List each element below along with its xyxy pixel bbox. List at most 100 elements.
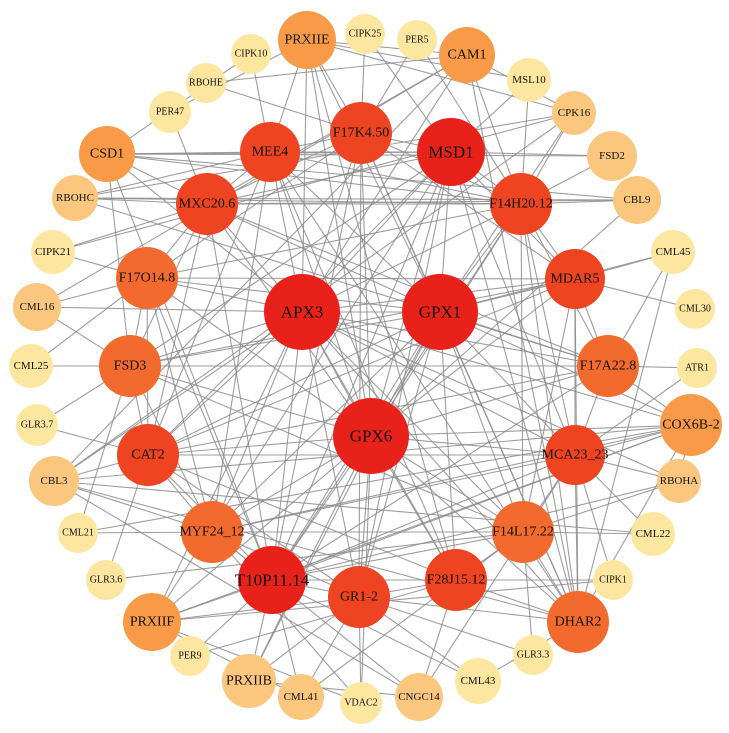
node-circle-msl10[interactable] [507,58,551,102]
node-cml41[interactable]: CML41 [278,674,324,720]
node-circle-csd1[interactable] [79,126,135,182]
node-circle-mdar5[interactable] [545,249,605,309]
node-fsd2[interactable]: FSD2 [587,131,637,181]
node-glr3-3[interactable]: GLR3.3 [513,635,553,675]
node-csd1[interactable]: CSD1 [79,126,135,182]
node-prxiib[interactable]: PRXIIB [222,654,276,708]
node-msd1[interactable]: MSD1 [417,118,485,186]
node-cngc14[interactable]: CNGC14 [395,673,443,721]
node-circle-glr3-7[interactable] [16,404,58,446]
node-msl10[interactable]: MSL10 [507,58,551,102]
node-circle-f28j15-12[interactable] [425,549,487,611]
node-circle-cat2[interactable] [117,424,179,486]
node-circle-cipk21[interactable] [31,230,75,274]
node-f28j15-12[interactable]: F28J15.12 [425,549,487,611]
node-circle-gr1-2[interactable] [328,566,390,628]
node-cml45[interactable]: CML45 [651,230,695,274]
node-circle-cml25[interactable] [9,344,53,388]
node-circle-cml45[interactable] [651,230,695,274]
node-per47[interactable]: PER47 [149,91,191,133]
node-circle-mee4[interactable] [240,122,300,182]
node-circle-myf24-12[interactable] [181,501,243,563]
node-rboha[interactable]: RBOHA [657,459,701,503]
node-mxc20-6[interactable]: MXC20.6 [176,173,238,235]
node-rbohe[interactable]: RBOHE [186,63,226,103]
node-f17k4-50[interactable]: F17K4.50 [330,102,392,164]
node-per5[interactable]: PER5 [397,20,437,60]
node-circle-cngc14[interactable] [395,673,443,721]
node-circle-msd1[interactable] [417,118,485,186]
node-circle-cml16[interactable] [13,283,61,331]
node-circle-rbohe[interactable] [186,63,226,103]
node-circle-rboha[interactable] [657,459,701,503]
node-cam1[interactable]: CAM1 [439,27,495,83]
node-circle-fsd3[interactable] [99,335,161,397]
node-circle-mca23-23[interactable] [545,425,605,485]
node-circle-cml22[interactable] [631,512,675,556]
node-gpx6[interactable]: GPX6 [333,398,409,474]
node-cpk16[interactable]: CPK16 [552,91,596,135]
node-vdac2[interactable]: VDAC2 [340,682,382,724]
node-circle-cbl9[interactable] [613,176,661,224]
node-cipk10[interactable]: CIPK10 [231,34,271,74]
node-f17a22-8[interactable]: F17A22.8 [577,335,639,397]
node-circle-t10p11-14[interactable] [238,546,306,614]
node-cml16[interactable]: CML16 [13,283,61,331]
node-circle-per9[interactable] [170,636,210,676]
node-circle-cbl3[interactable] [29,456,79,506]
node-circle-cam1[interactable] [439,27,495,83]
node-cipk1[interactable]: CIPK1 [593,560,633,600]
node-cbl3[interactable]: CBL3 [29,456,79,506]
node-cml25[interactable]: CML25 [9,344,53,388]
node-myf24-12[interactable]: MYF24_12 [179,501,245,563]
node-glr3-6[interactable]: GLR3.6 [86,560,126,600]
node-circle-dhar2[interactable] [547,591,609,653]
node-mee4[interactable]: MEE4 [240,122,300,182]
node-cox6b-2[interactable]: COX6B-2 [660,394,722,456]
node-circle-fsd2[interactable] [587,131,637,181]
node-circle-per47[interactable] [149,91,191,133]
node-circle-glr3-6[interactable] [86,560,126,600]
node-cipk25[interactable]: CIPK25 [345,14,385,54]
node-dhar2[interactable]: DHAR2 [547,591,609,653]
node-circle-prxiib[interactable] [222,654,276,708]
node-per9[interactable]: PER9 [170,636,210,676]
node-cml21[interactable]: CML21 [58,513,98,553]
node-circle-cpk16[interactable] [552,91,596,135]
node-circle-cipk25[interactable] [345,14,385,54]
node-circle-f17k4-50[interactable] [330,102,392,164]
node-glr3-7[interactable]: GLR3.7 [16,404,58,446]
node-mdar5[interactable]: MDAR5 [545,249,605,309]
node-circle-f17o14-8[interactable] [116,247,178,309]
node-cml30[interactable]: CML30 [675,289,715,329]
node-cml43[interactable]: CML43 [455,658,501,704]
node-circle-cipk10[interactable] [231,34,271,74]
node-circle-cml21[interactable] [58,513,98,553]
node-rbohc[interactable]: RBOHC [52,175,98,221]
node-circle-gpx6[interactable] [333,398,409,474]
node-circle-prxiif[interactable] [123,593,181,651]
node-t10p11-14[interactable]: T10P11.14 [235,546,310,614]
node-f14h20-12[interactable]: F14H20.12 [489,173,553,235]
node-atr1[interactable]: ATR1 [677,348,717,388]
node-cipk21[interactable]: CIPK21 [31,230,75,274]
node-gpx1[interactable]: GPX1 [402,274,478,350]
node-fsd3[interactable]: FSD3 [99,335,161,397]
node-mca23-23[interactable]: MCA23_23 [542,425,609,485]
node-prxiif[interactable]: PRXIIF [123,593,181,651]
node-circle-glr3-3[interactable] [513,635,553,675]
node-cat2[interactable]: CAT2 [117,424,179,486]
node-circle-cml41[interactable] [278,674,324,720]
node-circle-cipk1[interactable] [593,560,633,600]
node-circle-f14l17-22[interactable] [492,501,554,563]
node-circle-atr1[interactable] [677,348,717,388]
node-circle-cox6b-2[interactable] [660,394,722,456]
node-circle-f17a22-8[interactable] [577,335,639,397]
node-circle-cml30[interactable] [675,289,715,329]
node-circle-prxiie[interactable] [278,11,336,69]
node-circle-gpx1[interactable] [402,274,478,350]
node-gr1-2[interactable]: GR1-2 [328,566,390,628]
node-circle-cml43[interactable] [455,658,501,704]
node-circle-rbohc[interactable] [52,175,98,221]
node-f14l17-22[interactable]: F14L17.22 [492,501,554,563]
